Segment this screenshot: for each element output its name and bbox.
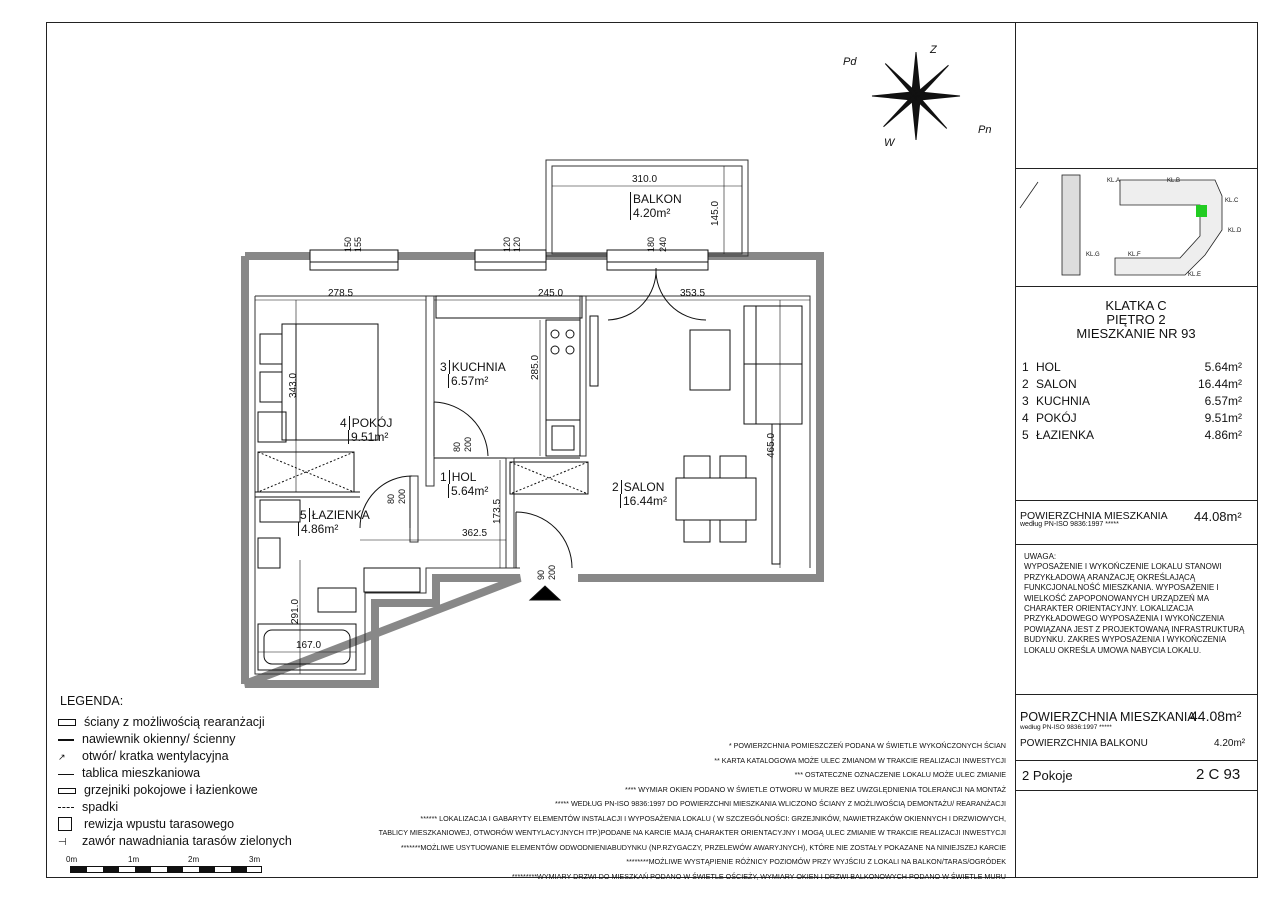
total2-area-label: POWIERZCHNIA MIESZKANIA (1020, 710, 1196, 724)
dimension-label: 362.5 (462, 528, 488, 539)
total2-area-sub: według PN-ISO 9836:1997 ***** (1020, 724, 1112, 731)
title-block-divider (1015, 22, 1016, 878)
drawing-sheet (46, 22, 1258, 878)
legend-title: LEGENDA: (60, 694, 124, 708)
scale-label: 1m (128, 855, 140, 864)
scale-label: 3m (249, 855, 261, 864)
divider (1015, 168, 1258, 169)
total-area-sub: według PN-ISO 9836:1997 ***** (1020, 521, 1119, 528)
dimension-label: 353.5 (680, 288, 706, 299)
balcony-area-label: POWIERZCHNIA BALKONU (1020, 738, 1148, 749)
keyplan-label: KL.A (1107, 178, 1121, 184)
apartment-code: 2 C 93 (1196, 766, 1241, 783)
divider (1015, 500, 1258, 501)
window (474, 249, 547, 271)
keyplan-label: KL.G (1086, 252, 1100, 258)
keyplan-label: KL.B (1167, 178, 1181, 184)
window-dim: 120 (512, 236, 522, 252)
window-dim: 240 (658, 236, 668, 252)
balcony-area-value: 4.20m² (1214, 738, 1246, 749)
dimension-label: 465.0 (766, 432, 777, 458)
total2-area-value: 44.08m² (1190, 708, 1242, 724)
compass-label-sw: W (884, 137, 895, 149)
divider (1015, 544, 1258, 545)
keyplan-label: KL.F (1128, 252, 1141, 258)
keyplan-label: KL.D (1228, 228, 1242, 234)
footnotes: * POWIERZCHNIA POMIESZCZEŃ PODANA W ŚWIE… (378, 741, 1006, 881)
dimension-label: 167.0 (296, 640, 322, 651)
uwaga-note: UWAGA: WYPOSAŻENIE I WYKOŃCZENIE LOKALU … (1024, 552, 1245, 655)
pietro-label: PIĘTRO 2 (1106, 312, 1166, 327)
keyplan-label: KL.C (1225, 198, 1239, 204)
mieszkanie-label: MIESZKANIE NR 93 (1076, 326, 1196, 341)
entrance-arrow (528, 585, 562, 601)
scale-label: 2m (188, 855, 200, 864)
scale-bar (70, 866, 262, 873)
window-dim: 120 (502, 236, 512, 252)
window (606, 249, 709, 271)
dimension-label: 173.5 (492, 498, 503, 524)
divider (1015, 694, 1258, 695)
compass-rose (871, 51, 961, 141)
legend-item: tablica mieszkaniowa (58, 765, 292, 782)
door-dim: 200 (397, 488, 407, 504)
table (689, 329, 731, 391)
dimension-label: 278.5 (328, 288, 354, 299)
dimension-label: 245.0 (538, 288, 564, 299)
window (309, 249, 399, 271)
dimension-label: 343.0 (288, 372, 299, 398)
compass-label-nw: Pd (843, 56, 857, 68)
legend-item: nawiewnik okienny/ ścienny (58, 731, 292, 748)
legend-item: ściany z możliwością rearanżacji (58, 714, 292, 731)
door-dim: 200 (463, 436, 473, 452)
keyplan-label: KL.E (1188, 272, 1202, 278)
door-dim: 80 (452, 441, 462, 452)
legend-item: rewizja wpustu tarasowego (58, 816, 292, 833)
divider (1015, 760, 1258, 761)
dimension-label: 285.0 (530, 354, 541, 380)
room-label-balkon: BALKON 4.20m² (630, 192, 682, 220)
apartment-highlight (1196, 205, 1207, 217)
legend-item: ⊣zawór nawadniania tarasów zielonych (58, 833, 292, 848)
rooms-count: 2 Pokoje (1022, 768, 1073, 783)
dining-table (675, 477, 757, 521)
window-dim: 155 (353, 236, 363, 252)
window-dim: 180 (646, 236, 656, 252)
compass-label-n: Z (930, 44, 937, 56)
dimension-label: 310.0 (632, 174, 658, 185)
door-dim: 80 (386, 493, 396, 504)
window-dim: 150 (343, 236, 353, 252)
outer-wall (243, 252, 824, 688)
legend-item: spadki (58, 799, 292, 816)
legend-list: ściany z możliwością rearanżacji nawiewn… (58, 714, 292, 851)
divider (1015, 286, 1258, 287)
scale-label: 0m (66, 855, 78, 864)
key-plan (1019, 174, 1223, 276)
door-dim: 200 (547, 564, 557, 580)
legend-item: ↗otwór/ kratka wentylacyjna (58, 748, 229, 763)
compass-label-ne: Pn (978, 124, 992, 136)
divider (1015, 790, 1258, 791)
dimension-label: 291.0 (290, 598, 301, 624)
legend-item: grzejniki pokojowe i łazienkowe (58, 782, 292, 799)
total-area-value: 44.08m² (1194, 509, 1242, 524)
sofa (743, 305, 803, 425)
door-dim: 90 (536, 569, 546, 580)
dimension-label: 145.0 (710, 200, 721, 226)
klatka-label: KLATKA C (1105, 298, 1167, 313)
bathtub (257, 623, 357, 671)
total-area-label: POWIERZCHNIA MIESZKANIA (1020, 510, 1168, 522)
